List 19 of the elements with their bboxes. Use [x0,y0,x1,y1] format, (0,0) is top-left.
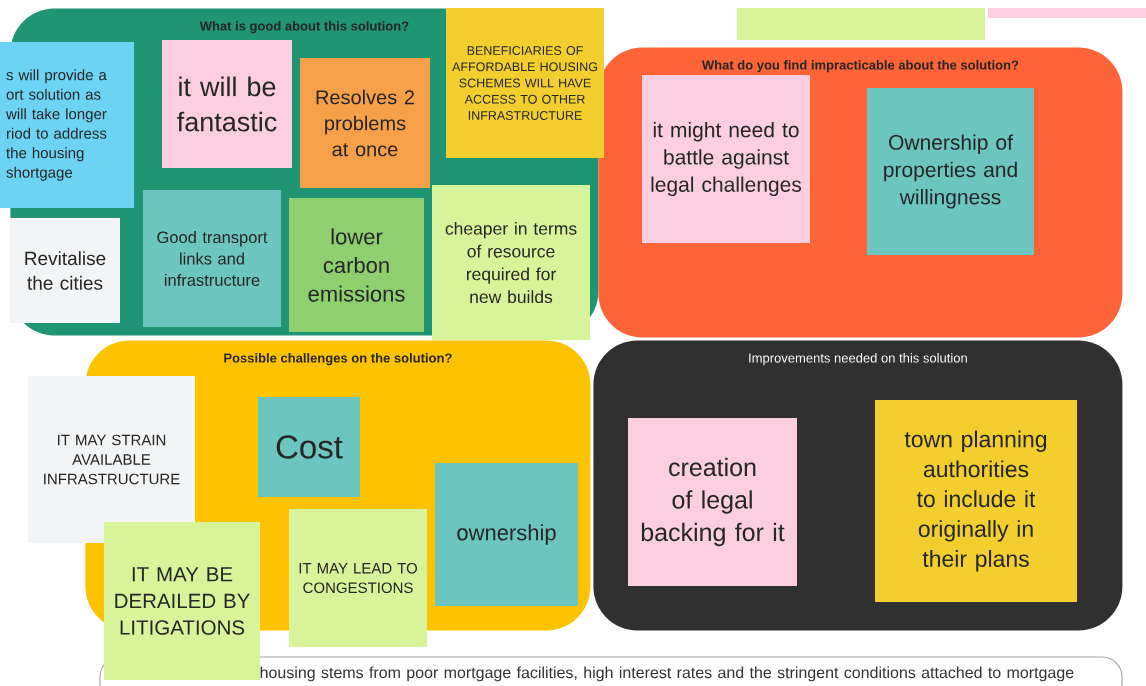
sticky-note: town planning authorities to include it originally in their plans [875,400,1077,602]
sticky-note: IT MAY BE DERAILED BY LITIGATIONS [104,522,260,680]
sticky-note: Resolves 2 problems at once [300,58,430,188]
sticky-note [988,8,1146,18]
sticky-note: Cost [258,397,360,497]
sticky-note [737,8,985,40]
sticky-note: cheaper in terms of resource required for new builds [432,185,590,340]
sticky-note: Good transport links and infrastructure [143,190,281,327]
sticky-note: it might need to battle against legal challenges [642,75,810,243]
sticky-note: s will provide a ort solution as will take longer riod to address the housing shortgage [0,42,134,208]
sticky-note: ownership [435,463,578,606]
sticky-note: Ownership of properties and willingness [867,88,1034,255]
sticky-note: lower carbon emissions [289,198,424,332]
sticky-note: BENEFICIARIES OF AFFORDABLE HOUSING SCHEMES WILL HAVE ACCESS TO OTHER INFRASTRUCTURE [446,8,604,158]
sticky-note: IT MAY STRAIN AVAILABLE INFRASTRUCTURE [28,376,195,543]
sticky-note: it will be fantastic [162,40,292,168]
sticky-note: Revitalise the cities [10,218,120,323]
sticky-note: IT MAY LEAD TO CONGESTIONS [289,509,427,647]
sticky-note: creation of legal backing for it [628,418,797,586]
